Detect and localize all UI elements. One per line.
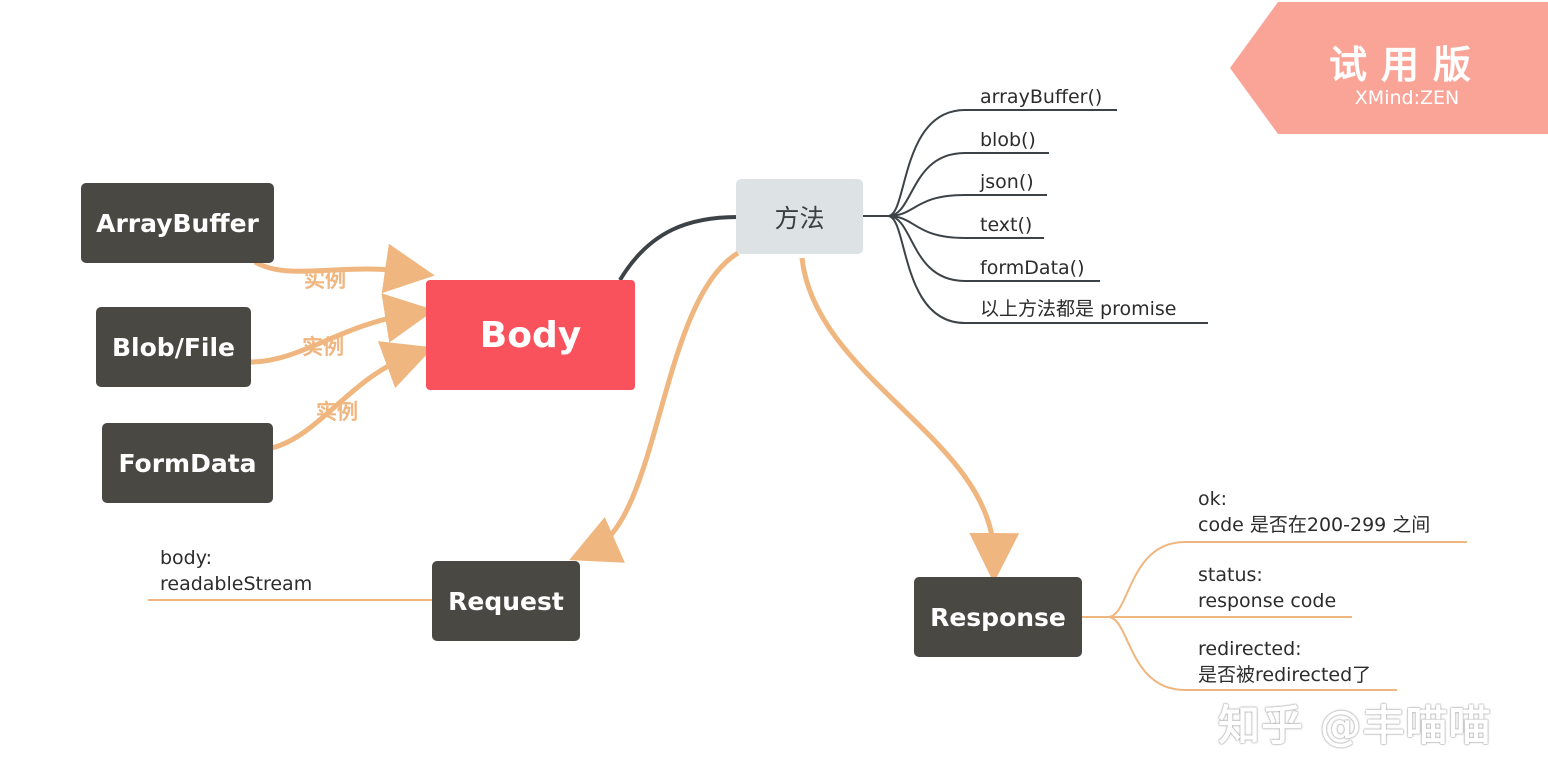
method-promise-note[interactable]: 以上方法都是 promise [980, 298, 1177, 320]
response-prop-status-value: response code [1198, 590, 1337, 612]
link-method-4 [887, 215, 1100, 282]
topic-blob-file[interactable]: Blob/File [96, 307, 251, 387]
topic-body[interactable]: Body [426, 280, 635, 390]
trial-badge-title: 试用版 [1328, 43, 1485, 87]
trial-badge-subtitle: XMind:ZEN [1354, 87, 1460, 109]
response-prop-ok[interactable]: ok: code 是否在200-299 之间 [1198, 486, 1430, 538]
instance-links [249, 243, 435, 451]
method-form-data[interactable]: formData() [980, 257, 1085, 279]
method-links [862, 109, 1208, 324]
topic-response[interactable]: Response [914, 577, 1082, 657]
link-method-3 [887, 215, 1044, 239]
response-prop-redirected-key: redirected: [1198, 638, 1302, 660]
trial-badge-shape [1230, 2, 1548, 134]
response-prop-status-key: status: [1198, 564, 1263, 586]
watermark: 知乎 @丰喵喵 [1218, 701, 1492, 750]
link-instance-1 [249, 293, 435, 365]
edge-label-instance-2: 实例 [316, 400, 358, 424]
request-prop-key: body: [160, 547, 213, 569]
link-response-prop-2 [1107, 616, 1397, 691]
link-method-2 [887, 194, 1047, 217]
topic-form-data[interactable]: FormData [102, 423, 273, 503]
link-method-5 [887, 215, 1208, 324]
topic-request[interactable]: Request [432, 561, 580, 641]
response-prop-links [1082, 541, 1467, 691]
link-body-methods [618, 215, 739, 282]
response-prop-redirected-value: 是否被redirected了 [1198, 664, 1372, 686]
topic-methods[interactable]: 方法 [736, 179, 863, 254]
link-response-prop-0 [1082, 541, 1467, 618]
method-json[interactable]: json() [980, 171, 1034, 193]
response-prop-redirected[interactable]: redirected: 是否被redirected了 [1198, 636, 1371, 688]
response-prop-status[interactable]: status: response code [1198, 562, 1336, 614]
request-prop-body[interactable]: body: readableStream [160, 545, 312, 597]
link-instance-0 [253, 243, 435, 294]
method-blob[interactable]: blob() [980, 129, 1036, 151]
request-prop-value: readableStream [160, 573, 313, 595]
link-methods-response [799, 257, 1020, 583]
edge-label-instance-1: 实例 [302, 335, 344, 359]
topic-array-buffer[interactable]: ArrayBuffer [81, 183, 274, 263]
response-prop-ok-key: ok: [1198, 488, 1228, 510]
link-method-0 [862, 109, 1117, 217]
link-instance-2 [271, 341, 434, 451]
method-array-buffer[interactable]: arrayBuffer() [980, 86, 1103, 108]
response-prop-ok-value: code 是否在200-299 之间 [1198, 514, 1431, 536]
link-method-1 [887, 152, 1049, 217]
link-methods-request [569, 250, 740, 563]
edge-label-instance-0: 实例 [304, 268, 346, 292]
method-text[interactable]: text() [980, 214, 1033, 236]
